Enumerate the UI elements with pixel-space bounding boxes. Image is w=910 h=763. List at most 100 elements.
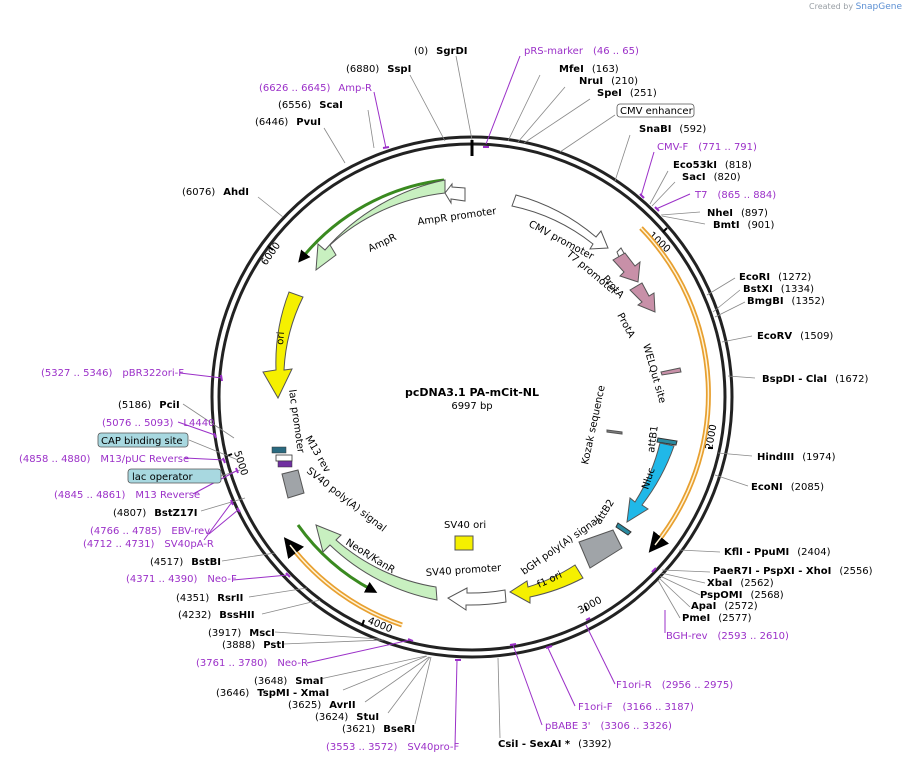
f1ori-arrow — [509, 564, 584, 604]
label-pbr322ori-f-primer: (5327 .. 5346)pBR322ori-F — [41, 368, 184, 379]
primer-leader-lines — [177, 55, 691, 747]
label-eco53ki: Eco53kI(818) — [673, 160, 752, 171]
orf-band-right-inner — [640, 227, 710, 546]
label-ecorv: EcoRV(1509) — [757, 331, 833, 342]
label-sv40-ori: SV40 ori — [444, 520, 486, 531]
label-pvui: (6446)PvuI — [255, 117, 321, 128]
label-apai: ApaI(2572) — [691, 601, 758, 612]
label-l4440-primer: (5076 .. 5093)L4440 — [102, 418, 214, 429]
label-cmv-f-primer: CMV-F(771 .. 791) — [657, 142, 757, 153]
label-cmv-promoter: CMV promoter — [527, 219, 597, 263]
label-kozak: Kozak sequence — [580, 384, 608, 465]
tick-3000: 3000 — [576, 595, 604, 617]
label-attb1: attB1 — [646, 425, 661, 453]
prota-1-arrow — [612, 252, 641, 283]
orf-band-neo-inner — [289, 544, 403, 626]
label-avrii: (3625)AvrII — [288, 700, 356, 711]
label-smai: (3648)SmaI — [254, 676, 323, 687]
sv40-ori-box — [454, 535, 474, 551]
label-bmgbi: BmgBI(1352) — [747, 296, 825, 307]
label-ahdi: (6076)AhdI — [182, 187, 249, 198]
attb2-mark — [615, 522, 632, 536]
nluc-arrow — [626, 442, 675, 523]
label-rsrii: (4351)RsrII — [176, 593, 243, 604]
label-bsshii: (4232)BssHII — [178, 610, 255, 621]
label-prota-2: ProtA — [614, 311, 636, 340]
label-nrui: NruI(210) — [579, 76, 638, 87]
orf-band-amp — [298, 178, 445, 263]
cmv-enhancer-box — [616, 103, 695, 118]
label-pmei: PmeI(2577) — [682, 613, 752, 624]
kozak-mark — [606, 429, 623, 435]
label-spei: SpeI(251) — [597, 88, 657, 99]
label-bstxi: BstXI(1334) — [743, 284, 814, 295]
label-f1ori-f-primer: F1ori-F(3166 .. 3187) — [578, 702, 694, 713]
label-econi: EcoNI(2085) — [751, 482, 824, 493]
label-ori: ori — [275, 331, 287, 345]
label-mfei: MfeI(163) — [559, 64, 619, 75]
lac-operator-box — [127, 468, 222, 484]
lac-block — [275, 454, 293, 462]
label-tspmi-xmai: (3646)TspMI - XmaI — [216, 688, 329, 699]
plasmid-name: pcDNA3.1 PA-mCit-NL — [405, 386, 539, 399]
label-m13rev: M13 rev — [302, 434, 332, 475]
bgh-polya — [578, 529, 623, 569]
label-bspdi-clai: BspDI - ClaI(1672) — [762, 374, 868, 385]
attb1-mark — [656, 437, 678, 446]
label-kfli-ppumi: KflI - PpuMI(2404) — [724, 547, 831, 558]
ampr-arrow — [315, 179, 446, 272]
orf-band-neo-green — [296, 524, 378, 593]
label-amp-r-primer: (6626 .. 6645)Amp-R — [259, 83, 372, 94]
backbone-outer — [210, 135, 734, 659]
neor-arrow — [315, 524, 438, 601]
snapgene-logo: SnapGene — [855, 2, 902, 12]
label-sv40pro-f-primer: (3553 .. 3572)SV40pro-F — [326, 742, 459, 753]
sv40pa-block — [281, 469, 305, 499]
label-psti: (3888)PstI — [222, 640, 285, 651]
label-pspomi: PspOMI(2568) — [700, 590, 784, 601]
credit-prefix: Created by — [809, 2, 854, 11]
prota-2-arrow — [629, 282, 656, 313]
label-pbabe3-primer: pBABE 3'(3306 .. 3326) — [545, 721, 672, 732]
label-lac-operator: lac operator — [132, 472, 193, 483]
cap-block — [271, 446, 287, 454]
label-neo-r-primer: (3761 .. 3780)Neo-R — [196, 658, 308, 669]
label-cmv-enhancer: CMV enhancer — [620, 106, 694, 117]
label-saci: SacI(820) — [682, 172, 741, 183]
label-sspi: (6880)SspI — [346, 64, 411, 75]
plasmid-size: 6997 bp — [451, 401, 492, 412]
label-pcii: (5186)PciI — [118, 400, 180, 411]
label-stui: (3624)StuI — [315, 712, 379, 723]
lac-operator-block — [277, 460, 293, 468]
label-hindiii: HindIII(1974) — [757, 452, 836, 463]
label-ampr-promoter: AmpR promoter — [417, 206, 498, 228]
svg-text:3000: 3000 — [576, 595, 604, 617]
ampr-promoter-arrow — [444, 182, 466, 205]
label-bmti: BmtI(901) — [713, 220, 775, 231]
label-cap-binding: CAP binding site — [101, 436, 183, 447]
label-f1ori-r-primer: F1ori-R(2956 .. 2975) — [616, 680, 733, 691]
label-neo-f-primer: (4371 .. 4390)Neo-F — [126, 574, 237, 585]
label-sv40-promoter: SV40 promoter — [425, 563, 502, 579]
label-prs-marker: pRS-marker(46 .. 65) — [524, 46, 639, 57]
cmv-promoter-arrow — [511, 194, 609, 250]
label-t7-primer: T7(865 .. 884) — [694, 190, 776, 201]
label-ampr: AmpR — [367, 232, 399, 255]
label-snabi: SnaBI(592) — [639, 124, 706, 135]
label-bseri: (3621)BseRI — [342, 724, 415, 735]
label-ebv-rev-primer: (4766 .. 4785)EBV-rev — [90, 526, 210, 537]
label-bstbi: (4517)BstBI — [150, 557, 221, 568]
outer-labels: (0)SgrDI (6880)SspI (6626 .. 6645)Amp-R … — [19, 46, 873, 753]
leader-lines — [182, 55, 756, 739]
label-bgh-rev-primer: BGH-rev(2593 .. 2610) — [666, 631, 789, 642]
label-csii-sexai: CsiI - SexAI *(3392) — [498, 739, 612, 750]
label-xbai: XbaI(2562) — [707, 578, 774, 589]
label-m13-puc-reverse-primer: (4858 .. 4880)M13/pUC Reverse — [19, 454, 189, 465]
cap-binding-box — [97, 432, 189, 448]
label-sv40pa: SV40 poly(A) signal — [304, 466, 388, 535]
label-msci: (3917)MscI — [208, 628, 275, 639]
label-sgrdi: (0)SgrDI — [414, 46, 468, 57]
label-ecori: EcoRI(1272) — [739, 272, 811, 283]
label-paer7i-pspxi-xhoi: PaeR7I - PspXI - XhoI(2556) — [713, 566, 873, 577]
